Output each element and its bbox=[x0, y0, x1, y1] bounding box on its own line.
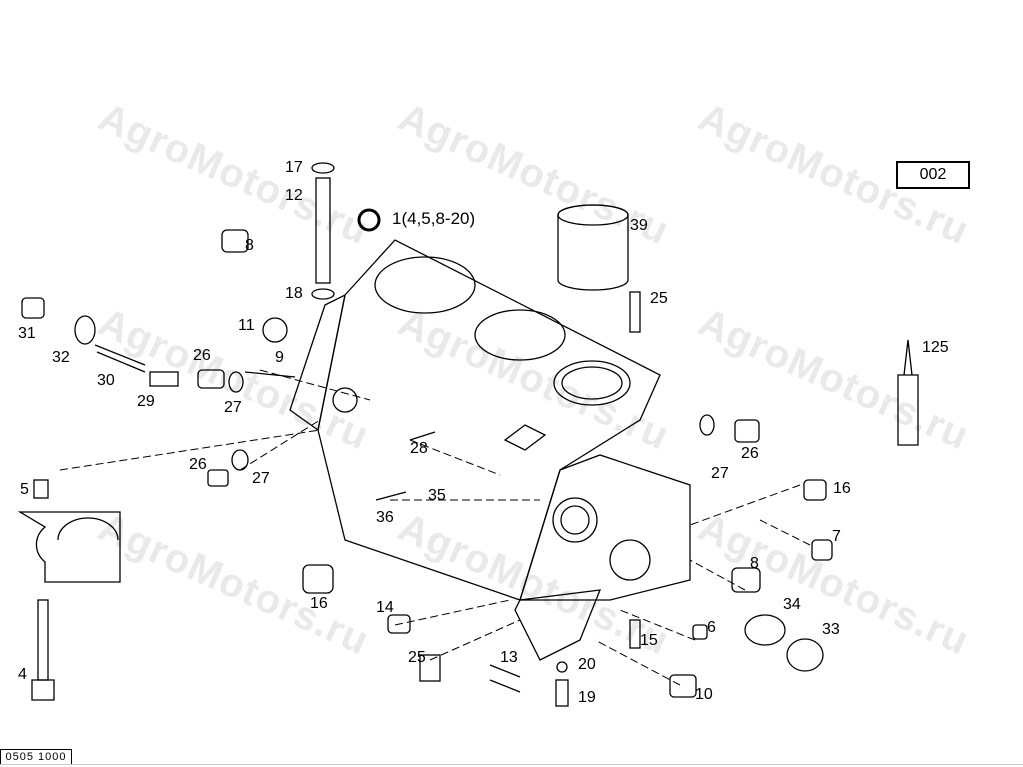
seal-27 bbox=[228, 371, 244, 393]
callout: 27 bbox=[252, 470, 270, 487]
washer-32 bbox=[74, 315, 96, 345]
callout: 39 bbox=[630, 217, 648, 234]
callout: 16 bbox=[310, 595, 328, 612]
callout: 25 bbox=[408, 649, 426, 666]
callout: 4 bbox=[18, 666, 27, 683]
seal-27b bbox=[231, 449, 249, 471]
callout: 12 bbox=[285, 187, 303, 204]
plug-16b bbox=[302, 564, 334, 594]
callout: 34 bbox=[783, 596, 801, 613]
callout: 19 bbox=[578, 689, 596, 706]
o-ring-18 bbox=[311, 288, 335, 300]
sleeve-25 bbox=[629, 291, 641, 333]
callout: 26 bbox=[741, 445, 759, 462]
callout: 125 bbox=[922, 339, 949, 356]
callout: 27 bbox=[224, 399, 242, 416]
tube-12 bbox=[315, 177, 331, 284]
seal-27c bbox=[699, 414, 715, 436]
callout: 8 bbox=[750, 555, 759, 572]
plug-10 bbox=[669, 674, 697, 698]
sealant-tube-125 bbox=[897, 339, 919, 446]
callout: 30 bbox=[97, 372, 115, 389]
callout: 14 bbox=[376, 599, 394, 616]
plug-14 bbox=[387, 614, 411, 634]
dowel-5 bbox=[33, 479, 49, 499]
cylinder-liner-39 bbox=[557, 204, 629, 291]
callout: 16 bbox=[833, 480, 851, 497]
screw-19 bbox=[555, 679, 569, 707]
callout: 11 bbox=[238, 317, 255, 334]
plug-7 bbox=[811, 539, 833, 561]
sleeve-25b bbox=[419, 654, 441, 682]
callout: 26 bbox=[189, 456, 207, 473]
plug-26 bbox=[197, 369, 225, 389]
bearing-33 bbox=[786, 638, 824, 672]
gasket-kit-symbol bbox=[357, 208, 381, 232]
callout: 18 bbox=[285, 285, 303, 302]
pins-28-36 bbox=[375, 431, 436, 501]
callout: 17 bbox=[285, 159, 303, 176]
pin-13 bbox=[489, 664, 521, 693]
callout: 26 bbox=[193, 347, 211, 364]
page-number-box: 002 bbox=[896, 161, 970, 189]
plug-8 bbox=[221, 229, 249, 253]
callout: 13 bbox=[500, 649, 518, 666]
callout: 29 bbox=[137, 393, 155, 410]
cap-11 bbox=[262, 317, 288, 343]
gasket-kit-label: 1(4,5,8-20) bbox=[392, 209, 476, 228]
callout: 5 bbox=[20, 481, 29, 498]
bolt-4 bbox=[37, 599, 49, 681]
callout: 35 bbox=[428, 487, 446, 504]
pin-29 bbox=[149, 371, 179, 387]
callout: 33 bbox=[822, 621, 840, 638]
drawing-code: 0505 1000 bbox=[0, 749, 72, 765]
screw-15 bbox=[629, 619, 641, 649]
plug-26c bbox=[734, 419, 760, 443]
stud-9 bbox=[244, 371, 296, 378]
washer-20 bbox=[556, 661, 568, 673]
callout: 25 bbox=[650, 290, 668, 307]
callout: 9 bbox=[275, 349, 284, 366]
plug-6 bbox=[692, 624, 708, 640]
callout: 7 bbox=[832, 528, 841, 545]
bearing-cap bbox=[17, 511, 121, 583]
plug-16 bbox=[803, 479, 827, 501]
callout: 20 bbox=[578, 656, 596, 673]
callout: 36 bbox=[376, 509, 394, 526]
plug-26b bbox=[207, 469, 229, 487]
o-ring-17 bbox=[311, 162, 335, 174]
plug-8b bbox=[731, 567, 761, 593]
callout: 6 bbox=[707, 619, 716, 636]
callout: 32 bbox=[52, 349, 70, 366]
screw-31 bbox=[21, 297, 45, 319]
callout: 10 bbox=[695, 686, 713, 703]
callout: 28 bbox=[410, 440, 428, 457]
bearing-34 bbox=[744, 614, 786, 646]
callout: 15 bbox=[640, 632, 658, 649]
callout: 8 bbox=[245, 237, 254, 254]
callout: 27 bbox=[711, 465, 729, 482]
divider bbox=[0, 764, 1023, 765]
cylinder-block bbox=[289, 239, 691, 661]
callout: 31 bbox=[18, 325, 36, 342]
spring-30 bbox=[94, 344, 146, 373]
